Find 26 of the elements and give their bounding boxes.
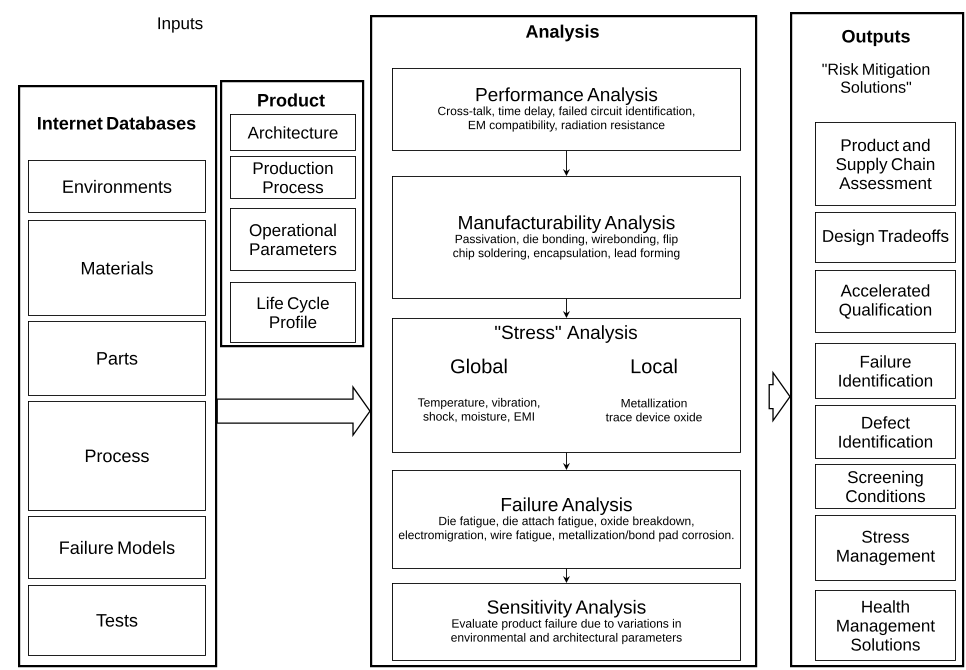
output-box: Defect Identification [815,405,956,459]
input-box: Life Cycle Profile [230,282,356,343]
database-box: Environments [28,160,206,213]
block-arrow [768,370,791,423]
database-box: Parts [28,321,206,396]
input-box: Operational Parameters [230,208,356,271]
database-box: Tests [28,585,206,656]
input-box: Architecture [230,114,356,151]
analysis-box: Manufacturability Analysis Passivation, die bonding, wirebonding, flip chip soldering, encapsulation, lead forming [392,176,741,299]
output-box: Failure Identification [815,343,956,399]
output-box: Health Management Solutions [815,590,956,661]
analysis-box: Failure Analysis Die fatigue, die attach fatigue, oxide breakdown, electromigration, wire fatigue, metallization/bond pad corrosion. [392,470,741,569]
database-box: Process [28,401,206,511]
analysis-box: Performance Analysis Cross-talk, time delay, failed circuit identification, EM compatibility, radiation resistance [392,68,741,151]
database-box: Materials [28,220,206,316]
database-box: Failure Models [28,516,206,579]
output-box: Stress Management [815,515,956,581]
inputs-label: Inputs [158,17,203,33]
output-box: Accelerated Qualification [815,270,956,333]
analysis-box: "Stress" Analysis Global Temperature, vibration, shock, moisture, EMI Local Metallization trace device oxide [392,318,741,453]
analysis-box: Sensitivity Analysis Evaluate product failure due to variations in environmental and architectural parameters [392,583,741,661]
output-box: Product and Supply Chain Assessment [815,122,956,206]
output-box: Screening Conditions [815,464,956,509]
output-box: Design Tradeoffs [815,212,956,263]
input-box: Production Process [230,156,356,199]
block-arrow [216,385,371,438]
